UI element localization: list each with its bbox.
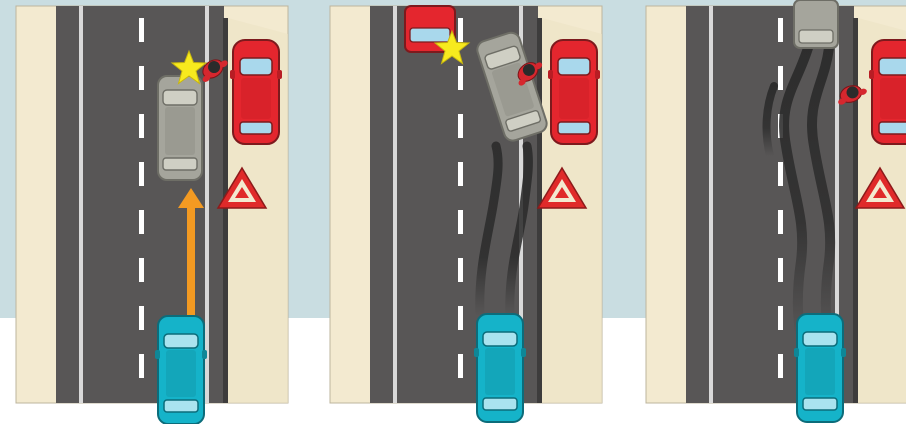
blue-car bbox=[474, 314, 526, 422]
parked-car bbox=[869, 40, 906, 144]
blue-car bbox=[155, 316, 207, 424]
panel-approach bbox=[16, 6, 288, 424]
gray-car bbox=[794, 0, 838, 48]
blue-car bbox=[794, 314, 846, 422]
panel-aftermath bbox=[646, 0, 906, 422]
parked-car bbox=[548, 40, 600, 144]
parked-car bbox=[230, 40, 282, 144]
panel-collision bbox=[330, 6, 602, 422]
gray-car bbox=[158, 76, 202, 180]
